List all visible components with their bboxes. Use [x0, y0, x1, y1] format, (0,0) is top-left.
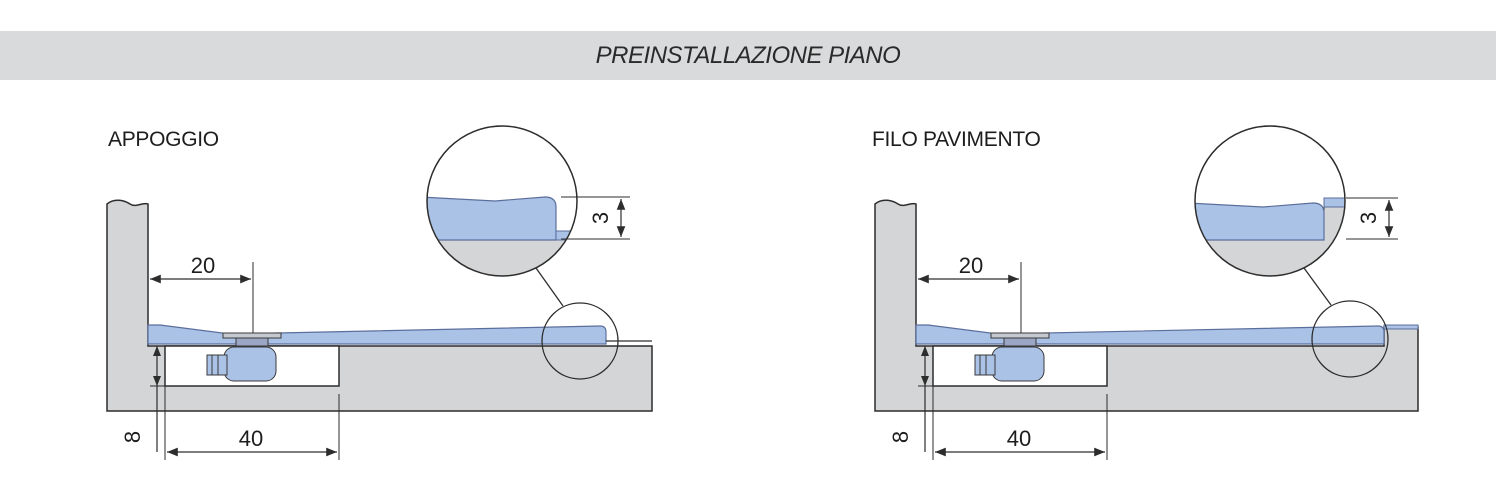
dim-label-20: 20	[191, 253, 215, 278]
dim-label-8: 8	[120, 431, 145, 443]
drain-siphon	[206, 332, 282, 382]
panel-appoggio: 20 8 40 3	[106, 125, 653, 460]
title-banner: PREINSTALLAZIONE PIANO	[0, 31, 1496, 80]
panel-filo-pavimento: 20 8 40 3	[874, 125, 1419, 460]
panel-caption-appoggio: APPOGGIO	[108, 128, 219, 151]
detail-marker-circle	[541, 302, 619, 380]
drain-siphon	[974, 332, 1050, 382]
dim-label-40: 40	[1007, 426, 1031, 451]
dim-label-3: 3	[1356, 212, 1381, 224]
detail-magnifier	[426, 125, 578, 277]
dim-label-3: 3	[588, 212, 613, 224]
dim-label-8: 8	[888, 431, 913, 443]
dim-label-20: 20	[959, 253, 983, 278]
detail-marker-circle	[1311, 300, 1389, 378]
detail-magnifier	[1194, 125, 1346, 277]
dim-label-40: 40	[239, 426, 263, 451]
shower-tray	[147, 324, 607, 345]
page-title: PREINSTALLAZIONE PIANO	[595, 42, 901, 69]
panel-caption-filo-pavimento: FILO PAVIMENTO	[872, 128, 1041, 151]
